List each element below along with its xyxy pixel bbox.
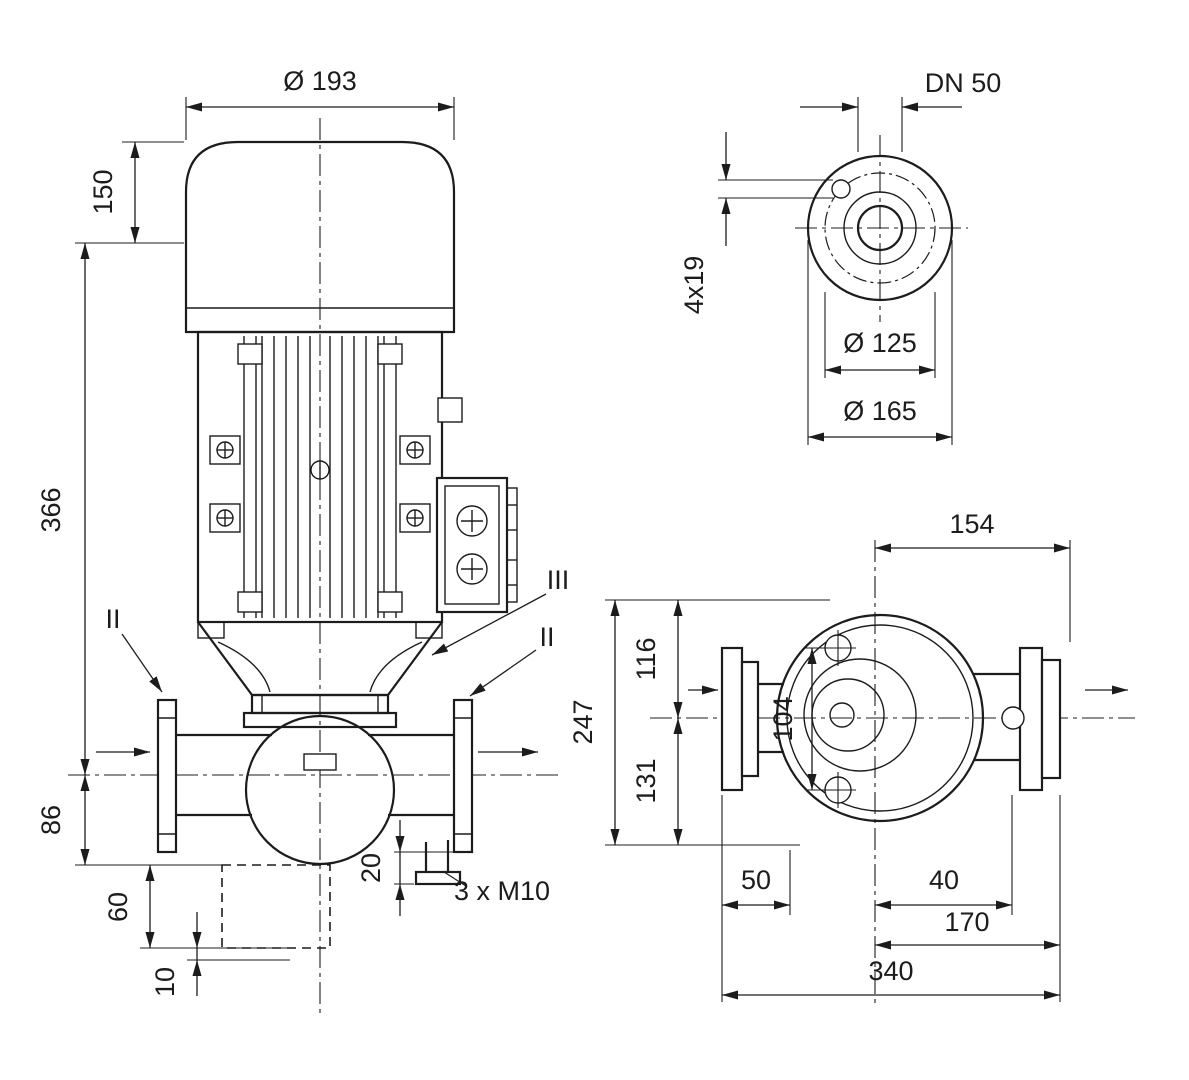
dim-label-116: 116 <box>631 637 661 680</box>
motor-body <box>196 330 463 624</box>
flange-outer-circle <box>806 154 954 302</box>
mounting-pad-right <box>399 435 431 533</box>
motor-fins <box>261 336 379 618</box>
dim-offset-right: 40 <box>875 865 1012 910</box>
raised-face-circle <box>843 191 917 265</box>
seal-housing <box>242 693 398 729</box>
volute-hub <box>829 702 855 728</box>
terminal-box <box>435 476 518 614</box>
discharge-port-boss <box>1001 706 1025 730</box>
volute-discharge-flange <box>973 646 1062 792</box>
bolt-circle <box>824 172 936 284</box>
dim-overall-length: 340 <box>722 956 1060 1000</box>
dim-label-104: 104 <box>768 696 798 741</box>
dim-label-10: 10 <box>150 967 180 997</box>
label-II-left: II <box>105 604 120 634</box>
dim-bolt-holes: 4x19 <box>679 132 833 314</box>
dim-label-154: 154 <box>949 509 994 539</box>
dim-label-DN50: DN 50 <box>925 68 1002 98</box>
gauge-port-bottom <box>806 772 856 808</box>
dim-label-60: 60 <box>103 892 133 922</box>
dim-label-165: Ø 165 <box>843 396 917 426</box>
volute-suction-flange <box>720 646 784 792</box>
label-III: III <box>547 565 570 595</box>
tap-hole-callout: 3 x M10 <box>443 871 550 906</box>
center-screw <box>310 460 330 480</box>
dim-nominal-bore: DN 50 <box>800 68 1001 152</box>
volute-spiral-outer <box>803 658 917 772</box>
dim-label-50: 50 <box>741 865 771 895</box>
dim-motor-height: 366 <box>36 243 90 775</box>
foundation-outline <box>221 864 331 949</box>
dim-total-depth: 247 <box>568 600 620 845</box>
dim-center-to-face: 170 <box>875 907 1060 950</box>
section-label-top: III <box>431 565 570 656</box>
volute-spiral-inner <box>811 678 885 752</box>
dim-base-height: 60 <box>103 865 290 949</box>
dim-label-40: 40 <box>929 865 959 895</box>
suction-flange <box>156 698 178 854</box>
dim-label-131: 131 <box>631 758 661 803</box>
label-II-right: II <box>539 622 554 652</box>
dim-label-86: 86 <box>36 805 66 835</box>
dim-cap-height: 150 <box>75 141 184 244</box>
section-label-right: II <box>469 622 555 697</box>
dim-center-to-flange: 154 <box>875 509 1071 642</box>
bore-circle <box>856 204 904 252</box>
dim-bolt-circle: Ø 125 <box>824 292 936 378</box>
dim-label-150: 150 <box>88 169 118 214</box>
dim-label-340: 340 <box>868 956 913 986</box>
cable-gland-top <box>456 505 488 537</box>
volute-outer-circle <box>775 613 985 823</box>
dim-offset-left: 50 <box>722 865 790 910</box>
motor-fan-cover <box>184 140 456 334</box>
bolt-hole <box>831 179 851 199</box>
dim-base-offset: 10 <box>150 912 290 997</box>
dim-label-366: 366 <box>36 487 66 532</box>
dim-label-4x19: 4x19 <box>679 256 709 315</box>
dim-label-247: 247 <box>568 699 598 744</box>
dim-label-170: 170 <box>944 907 989 937</box>
dim-outer-diameter: Ø 165 <box>807 240 953 445</box>
pump-volute <box>156 698 474 886</box>
dim-upper-depth: 116 <box>631 600 683 718</box>
label-3xM10: 3 x M10 <box>454 876 550 906</box>
front-view: Ø 193 150 366 86 60 <box>36 66 569 1015</box>
section-label-left: II <box>105 604 163 693</box>
tie-rod-right <box>377 336 403 618</box>
cable-gland-bottom <box>456 553 488 585</box>
lifting-lug <box>437 397 463 423</box>
dim-port-height: 86 <box>36 775 228 866</box>
volute-boss <box>303 753 337 771</box>
mounting-pad-left <box>209 435 241 533</box>
dim-port-spacing: 104 <box>768 648 817 790</box>
volute-view: 154 247 116 131 104 <box>568 509 1135 1005</box>
volute-inner-wall <box>786 624 974 812</box>
dim-label-193: Ø 193 <box>283 66 357 96</box>
dim-label-20: 20 <box>356 853 386 883</box>
discharge-flange <box>452 698 474 854</box>
dim-lower-depth: 131 <box>631 718 683 845</box>
dim-label-125: Ø 125 <box>843 328 917 358</box>
dim-foot-plate: 20 <box>356 820 460 916</box>
tie-rod-left <box>237 336 263 618</box>
flange-view: DN 50 4x19 Ø 125 Ø 165 <box>679 68 1001 445</box>
dim-diameter-top: Ø 193 <box>185 66 455 140</box>
